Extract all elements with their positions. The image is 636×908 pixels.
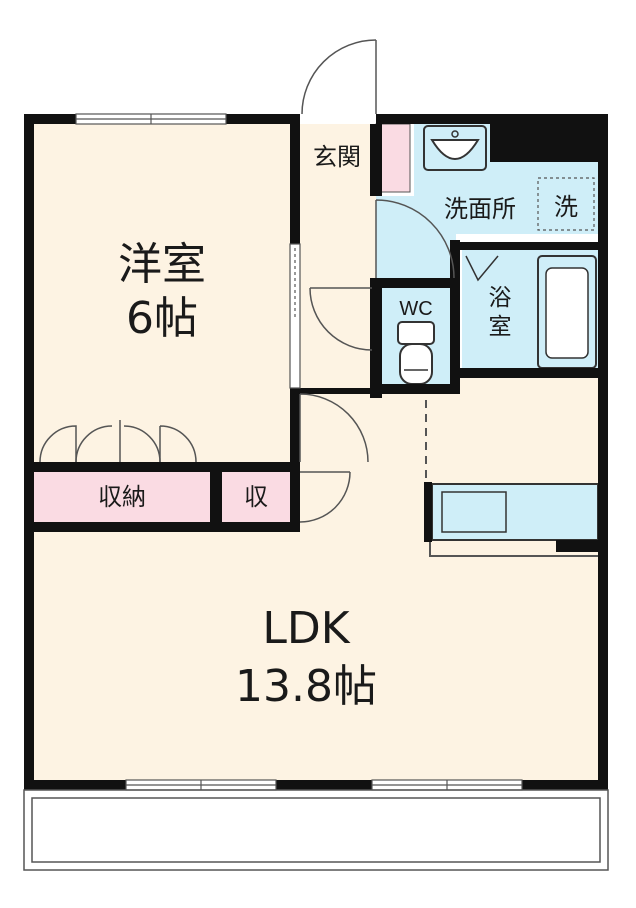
storage-door-swing: [299, 471, 351, 523]
washbasin-bowl: [430, 139, 480, 160]
storage-small-label: 収: [244, 483, 268, 511]
entrance-label: 玄関: [313, 143, 361, 171]
western-room-size: 6帖: [126, 293, 198, 344]
western-room-name: 洋室: [118, 239, 206, 290]
closet-doors: [39, 420, 197, 463]
ldk-size: 13.8帖: [235, 661, 377, 712]
ldk-name: LDK: [262, 603, 350, 654]
washer-label: 洗: [554, 193, 578, 221]
ldk-floor: [34, 378, 598, 781]
window-mullions: [76, 114, 522, 790]
walls: [24, 114, 608, 790]
balcony: [23, 789, 609, 871]
entrance-floor: [298, 124, 376, 200]
sliding-door: [289, 243, 301, 389]
storage-main-floor: [34, 472, 210, 522]
toilet-tank: [397, 321, 435, 345]
washroom-door-swing: [375, 199, 455, 279]
bath-label: 浴 室: [488, 285, 512, 340]
washbasin-drain: [451, 130, 459, 138]
kitchen-sink: [441, 491, 507, 533]
entrance-door: [300, 39, 377, 119]
wc-door-swing: [309, 287, 373, 351]
storage-small-floor: [222, 472, 292, 522]
bathtub-inner: [545, 267, 589, 359]
storage-main-label: 収納: [98, 483, 146, 511]
ldk-door-swing: [299, 393, 369, 463]
washroom-label: 洗面所: [444, 195, 516, 223]
bath-door-mark: [465, 255, 499, 282]
kitchen-counter-edge: [429, 540, 600, 557]
wc-label: WC: [399, 298, 433, 320]
toilet-seat: [399, 343, 433, 385]
